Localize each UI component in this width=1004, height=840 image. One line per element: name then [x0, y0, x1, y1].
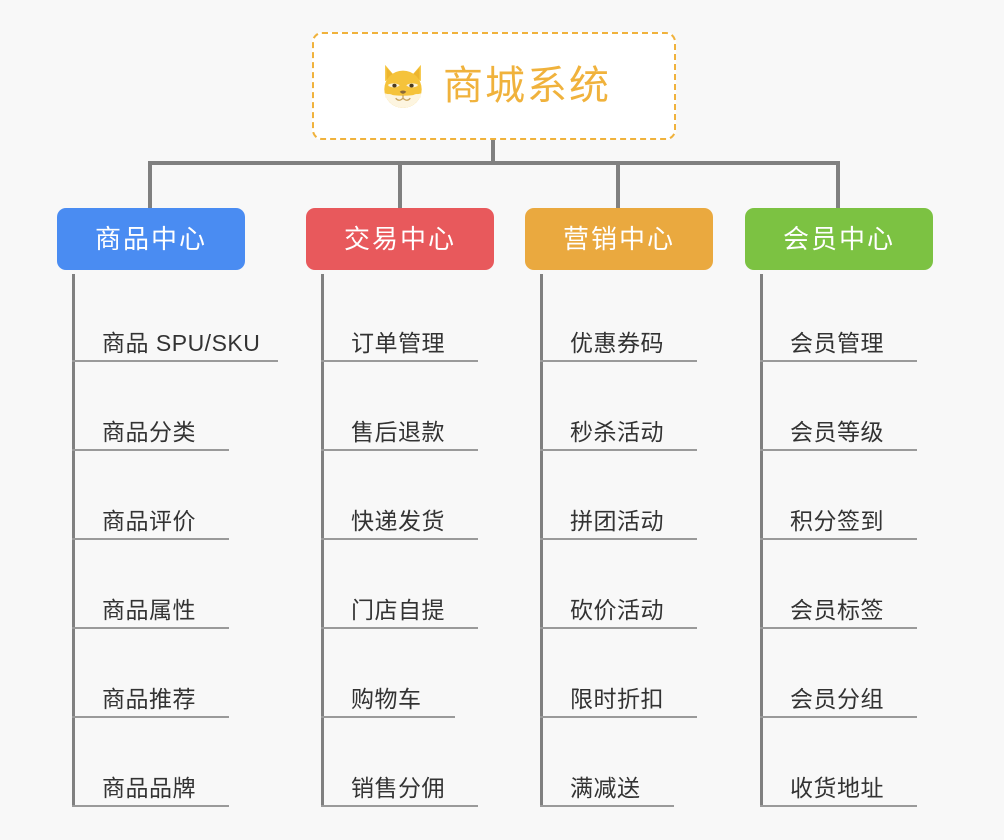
leaf-item-label: 满减送: [570, 774, 641, 801]
leaf-item[interactable]: 商品推荐: [72, 630, 229, 718]
connector-horizontal-bus: [150, 161, 839, 165]
leaf-item-label: 售后退款: [351, 418, 445, 445]
leaf-item-label: 商品评价: [102, 507, 196, 534]
branch-header-trade-center[interactable]: 交易中心: [306, 208, 494, 270]
leaf-item-label: 拼团活动: [570, 507, 664, 534]
leaf-item[interactable]: 拼团活动: [540, 452, 697, 540]
branch-spine: [760, 274, 763, 807]
leaf-item-label: 快递发货: [351, 507, 445, 534]
branch-header-label: 营销中心: [562, 224, 675, 254]
branch-header-label: 会员中心: [782, 224, 895, 254]
leaf-item-label: 会员管理: [790, 329, 884, 356]
leaf-item[interactable]: 销售分佣: [321, 719, 478, 807]
branch-spine: [321, 274, 324, 807]
branch-header-label: 商品中心: [94, 224, 207, 254]
leaf-item[interactable]: 会员分组: [760, 630, 917, 718]
leaf-item-label: 商品分类: [102, 418, 196, 445]
branch-header-product-center[interactable]: 商品中心: [57, 208, 245, 270]
leaf-item[interactable]: 积分签到: [760, 452, 917, 540]
connector-drop-branch-3: [616, 161, 620, 208]
leaf-item-label: 商品品牌: [102, 774, 196, 801]
leaf-item[interactable]: 商品品牌: [72, 719, 229, 807]
leaf-item-label: 收货地址: [790, 774, 884, 801]
leaf-item[interactable]: 限时折扣: [540, 630, 697, 718]
root-node[interactable]: 商城系统: [312, 32, 676, 140]
leaf-item-label: 商品 SPU/SKU: [102, 329, 261, 356]
leaf-item[interactable]: 秒杀活动: [540, 363, 697, 451]
leaf-item-label: 门店自提: [351, 596, 445, 623]
leaf-item[interactable]: 砍价活动: [540, 541, 697, 629]
leaf-item[interactable]: 商品分类: [72, 363, 229, 451]
branch-header-label: 交易中心: [343, 224, 456, 254]
leaf-item[interactable]: 商品 SPU/SKU: [72, 274, 278, 362]
branch-header-member-center[interactable]: 会员中心: [745, 208, 933, 270]
leaf-item-label: 会员分组: [790, 685, 884, 712]
leaf-item-label: 会员标签: [790, 596, 884, 623]
leaf-item[interactable]: 满减送: [540, 719, 674, 807]
leaf-item-label: 积分签到: [790, 507, 884, 534]
leaf-item[interactable]: 收货地址: [760, 719, 917, 807]
leaf-item[interactable]: 商品属性: [72, 541, 229, 629]
leaf-item[interactable]: 门店自提: [321, 541, 478, 629]
leaf-item[interactable]: 售后退款: [321, 363, 478, 451]
branch-spine: [540, 274, 543, 807]
leaf-item[interactable]: 会员标签: [760, 541, 917, 629]
leaf-item-label: 优惠券码: [570, 329, 664, 356]
leaf-item-label: 商品属性: [102, 596, 196, 623]
leaf-item-label: 销售分佣: [351, 774, 445, 801]
leaf-item[interactable]: 购物车: [321, 630, 455, 718]
shiba-inu-dog-face-icon: [384, 64, 422, 108]
leaf-item-label: 订单管理: [351, 329, 445, 356]
connector-drop-branch-1: [148, 161, 152, 208]
leaf-item[interactable]: 订单管理: [321, 274, 478, 362]
connector-root-vertical: [491, 140, 495, 163]
leaf-item[interactable]: 优惠券码: [540, 274, 697, 362]
leaf-item[interactable]: 会员管理: [760, 274, 917, 362]
branch-spine: [72, 274, 75, 807]
leaf-item-label: 购物车: [351, 685, 422, 712]
root-title: 商城系统: [443, 64, 611, 108]
leaf-item[interactable]: 商品评价: [72, 452, 229, 540]
leaf-item-label: 会员等级: [790, 418, 884, 445]
leaf-item-label: 砍价活动: [570, 596, 664, 623]
connector-drop-branch-2: [398, 161, 402, 208]
branch-header-marketing-center[interactable]: 营销中心: [525, 208, 713, 270]
connector-drop-branch-4: [836, 161, 840, 208]
leaf-item-label: 商品推荐: [102, 685, 196, 712]
leaf-item-label: 秒杀活动: [570, 418, 664, 445]
leaf-item[interactable]: 快递发货: [321, 452, 478, 540]
leaf-item-label: 限时折扣: [570, 685, 664, 712]
leaf-item[interactable]: 会员等级: [760, 363, 917, 451]
